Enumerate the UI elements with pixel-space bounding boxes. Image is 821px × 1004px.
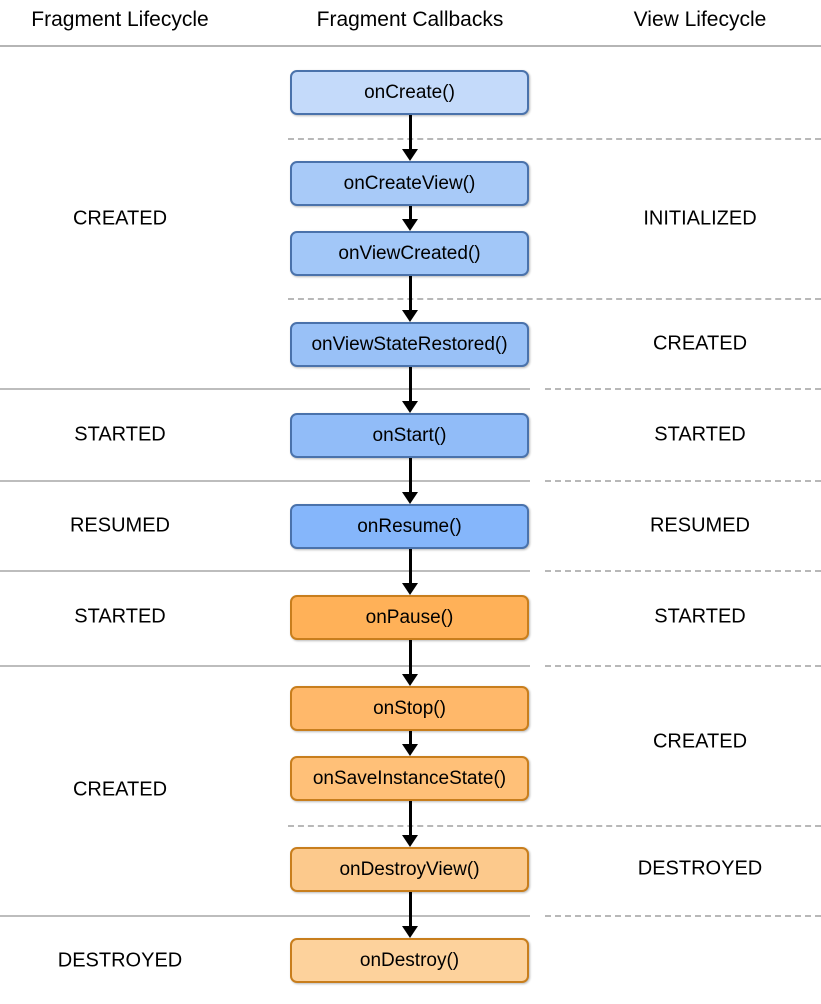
callback-label: onCreate() bbox=[364, 81, 455, 103]
view-state-divider-2 bbox=[545, 388, 821, 390]
fragment-state-label-2: RESUMED bbox=[69, 514, 171, 537]
callback-box-ondestroy[interactable]: onDestroy() bbox=[290, 938, 529, 983]
fragment-state-divider-4 bbox=[0, 915, 530, 917]
callback-label: onViewCreated() bbox=[338, 242, 481, 264]
arrow-head-7 bbox=[402, 744, 418, 756]
callback-box-ondestroyview[interactable]: onDestroyView() bbox=[290, 847, 529, 892]
callback-box-onviewcreated[interactable]: onViewCreated() bbox=[290, 231, 529, 276]
fragment-state-label-4: CREATED bbox=[72, 778, 168, 801]
callback-box-oncreate[interactable]: onCreate() bbox=[290, 70, 529, 115]
callback-label: onDestroy() bbox=[359, 949, 460, 971]
view-state-label-0: INITIALIZED bbox=[643, 207, 757, 230]
view-state-label-1: CREATED bbox=[652, 332, 748, 355]
arrow-shaft-8 bbox=[409, 801, 412, 837]
view-state-label-4: STARTED bbox=[654, 605, 746, 628]
view-state-label-3: RESUMED bbox=[649, 514, 751, 537]
arrow-shaft-2 bbox=[409, 276, 412, 312]
view-state-divider-5 bbox=[545, 665, 821, 667]
view-state-divider-4 bbox=[545, 570, 821, 572]
arrow-head-8 bbox=[402, 835, 418, 847]
fragment-state-label-5: DESTROYED bbox=[57, 949, 183, 972]
view-state-divider-3 bbox=[545, 480, 821, 482]
view-state-divider-0 bbox=[288, 138, 821, 140]
arrow-shaft-7 bbox=[409, 731, 412, 746]
callback-label: onResume() bbox=[357, 515, 462, 537]
fragment-state-label-1: STARTED bbox=[74, 423, 166, 446]
view-state-label-2: STARTED bbox=[654, 423, 746, 446]
fragment-state-divider-2 bbox=[0, 570, 530, 572]
fragment-state-divider-3 bbox=[0, 665, 530, 667]
header-divider bbox=[0, 45, 821, 47]
arrow-head-1 bbox=[402, 219, 418, 231]
arrow-head-6 bbox=[402, 674, 418, 686]
arrow-shaft-4 bbox=[409, 458, 412, 494]
callback-label: onStart() bbox=[372, 424, 447, 446]
view-state-label-6: DESTROYED bbox=[637, 857, 763, 880]
callback-label: onPause() bbox=[365, 606, 454, 628]
arrow-shaft-0 bbox=[409, 115, 412, 151]
callback-box-onstop[interactable]: onStop() bbox=[290, 686, 529, 731]
arrow-shaft-9 bbox=[409, 892, 412, 928]
view-state-divider-1 bbox=[288, 298, 821, 300]
arrow-shaft-1 bbox=[409, 206, 412, 221]
callback-box-onpause[interactable]: onPause() bbox=[290, 595, 529, 640]
column-header-0: Fragment Lifecycle bbox=[31, 8, 209, 31]
view-state-divider-7 bbox=[545, 915, 821, 917]
callback-label: onDestroyView() bbox=[339, 858, 480, 880]
column-header-2: View Lifecycle bbox=[633, 8, 767, 31]
arrow-head-4 bbox=[402, 492, 418, 504]
arrow-head-5 bbox=[402, 583, 418, 595]
column-header-1: Fragment Callbacks bbox=[316, 8, 504, 31]
callback-box-onviewstaterestored[interactable]: onViewStateRestored() bbox=[290, 322, 529, 367]
arrow-shaft-5 bbox=[409, 549, 412, 585]
view-state-divider-6 bbox=[288, 825, 821, 827]
fragment-state-divider-1 bbox=[0, 480, 530, 482]
callback-box-onsaveinstancestate[interactable]: onSaveInstanceState() bbox=[290, 756, 529, 801]
callback-label: onSaveInstanceState() bbox=[312, 767, 507, 789]
callback-label: onViewStateRestored() bbox=[311, 333, 508, 355]
column-header-row: Fragment Lifecycle Fragment Callbacks View… bbox=[0, 0, 821, 45]
callback-label: onStop() bbox=[373, 697, 446, 719]
arrow-head-3 bbox=[402, 401, 418, 413]
arrow-head-9 bbox=[402, 926, 418, 938]
callback-box-oncreateview[interactable]: onCreateView() bbox=[290, 161, 529, 206]
fragment-state-label-0: CREATED bbox=[72, 207, 168, 230]
view-state-label-5: CREATED bbox=[652, 730, 748, 753]
callback-label: onCreateView() bbox=[343, 172, 476, 194]
fragment-state-label-3: STARTED bbox=[74, 605, 166, 628]
fragment-state-divider-0 bbox=[0, 388, 530, 390]
callback-box-onstart[interactable]: onStart() bbox=[290, 413, 529, 458]
callback-box-onresume[interactable]: onResume() bbox=[290, 504, 529, 549]
arrow-head-2 bbox=[402, 310, 418, 322]
arrow-head-0 bbox=[402, 149, 418, 161]
arrow-shaft-6 bbox=[409, 640, 412, 676]
arrow-shaft-3 bbox=[409, 367, 412, 403]
